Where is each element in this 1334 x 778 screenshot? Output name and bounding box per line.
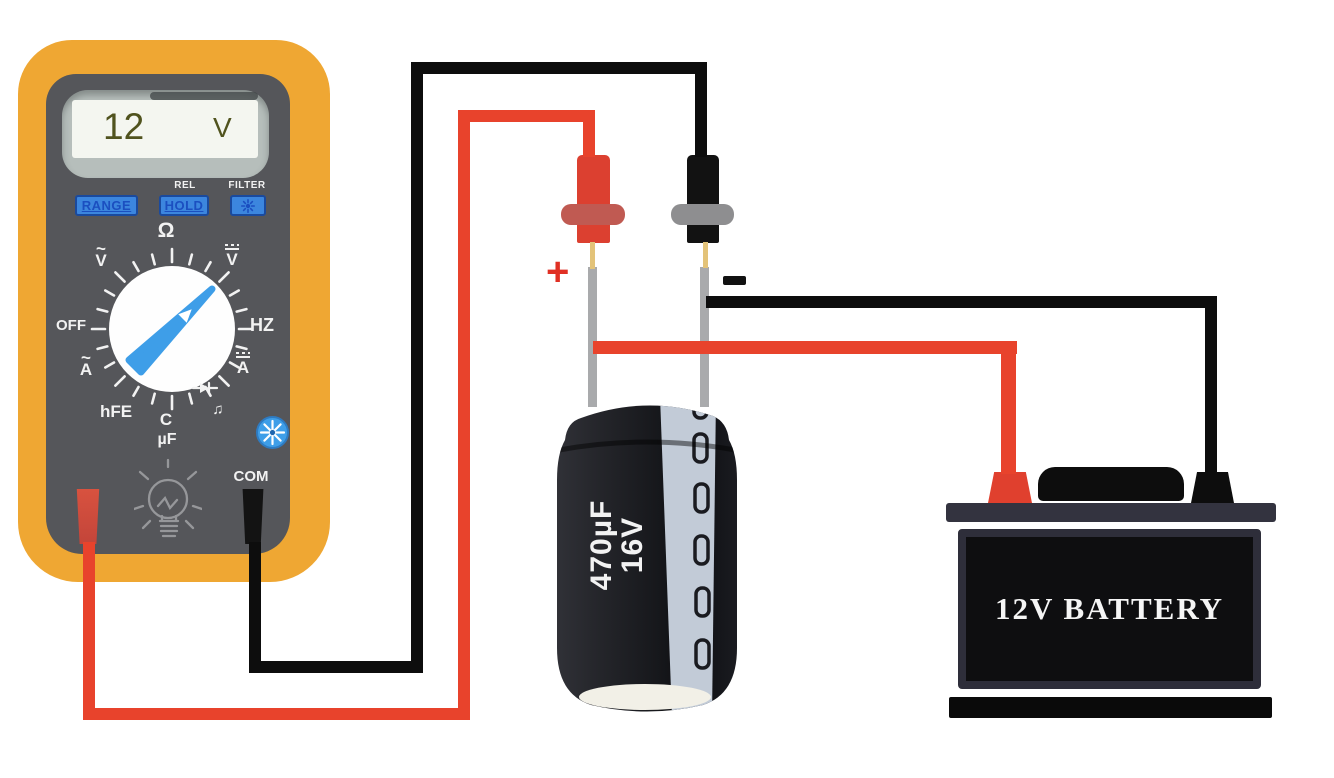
rotary-dial[interactable] <box>87 242 257 417</box>
wire-black-bottom-run <box>249 661 423 673</box>
capacitor-bottom <box>579 684 711 710</box>
range-button[interactable]: RANGE <box>75 195 138 216</box>
plus-sign: + <box>546 250 570 294</box>
filter-button[interactable] <box>230 195 266 216</box>
red-probe <box>577 155 610 243</box>
wire-negative-battery-drop <box>1205 296 1217 474</box>
black-probe <box>687 155 719 243</box>
minus-sign <box>723 276 746 285</box>
diode-icon <box>191 381 222 400</box>
dial-label-off: OFF <box>56 317 86 334</box>
hold-button[interactable]: HOLD <box>159 195 209 216</box>
dial-label-ohm: Ω <box>157 219 175 242</box>
red-probe-tip <box>590 242 595 269</box>
dial-label-hz: HZ <box>250 315 274 335</box>
bulb-icon <box>132 458 204 553</box>
wire-negative-to-battery <box>706 296 1217 308</box>
capacitor-lead-positive <box>588 267 597 407</box>
battery-top-plate <box>946 503 1276 522</box>
black-probe-collar <box>671 204 734 225</box>
dial-label-ac-volts: ~ V <box>86 239 116 269</box>
backlight-button[interactable] <box>256 416 289 449</box>
com-label: COM <box>233 468 269 485</box>
dial-label-dc-amps: A <box>228 352 258 376</box>
dial-label-ac-amps: ~ A <box>71 348 101 378</box>
dc-mark <box>236 352 250 358</box>
dial-label-c: C <box>159 410 173 429</box>
dial-label-dc-volts: V <box>217 244 247 268</box>
dial-label-hfe: hFE <box>99 402 133 421</box>
battery-label: 12V BATTERY <box>994 591 1225 626</box>
lcd-shadow <box>150 92 258 100</box>
lcd-unit: V <box>213 112 232 143</box>
capacitor-voltage: 16V <box>616 516 649 574</box>
wire-black-to-probe <box>695 62 707 157</box>
capacitor-stripe <box>660 405 716 712</box>
capacitor-label: 470µF 16V <box>585 485 650 605</box>
lcd-screen <box>72 100 258 158</box>
battery-positive-terminal <box>988 472 1032 503</box>
capacitor-lead-negative <box>700 267 709 407</box>
com-jack[interactable] <box>242 489 264 544</box>
wire-red-bottom-run <box>83 708 470 720</box>
continuity-note: ♫ <box>212 401 224 418</box>
dial-label-uf: µF <box>157 431 177 448</box>
probe-jack-red[interactable] <box>76 489 100 544</box>
capacitor-capacitance: 470µF <box>585 499 618 591</box>
battery-base <box>949 697 1272 718</box>
needle-arrow <box>178 309 192 323</box>
dc-mark <box>225 244 239 250</box>
wire-black-riser <box>411 62 423 673</box>
wire-red-jack-down <box>83 542 95 720</box>
snowflake-icon <box>258 419 287 451</box>
wire-black-com-down <box>249 542 261 673</box>
wire-positive-battery-drop <box>1001 341 1016 474</box>
ac-mark: ~ <box>81 348 91 367</box>
capacitor-body <box>557 396 737 717</box>
lcd-value: 12 <box>103 106 145 147</box>
black-probe-tip <box>703 242 708 268</box>
wire-red-riser <box>458 110 470 720</box>
red-probe-collar <box>561 204 625 225</box>
wire-positive-to-battery <box>593 341 1017 354</box>
wire-red-to-probe <box>583 110 595 157</box>
wire-red-top-run <box>458 110 595 122</box>
battery-body: 12V BATTERY <box>958 529 1261 689</box>
battery-handle <box>1038 467 1184 501</box>
gear-icon <box>241 198 255 213</box>
rel-label: REL <box>174 180 196 191</box>
battery-negative-terminal <box>1191 472 1234 503</box>
ac-mark: ~ <box>96 239 106 258</box>
filter-label: FILTER <box>228 180 266 191</box>
wire-black-top-run <box>411 62 707 74</box>
